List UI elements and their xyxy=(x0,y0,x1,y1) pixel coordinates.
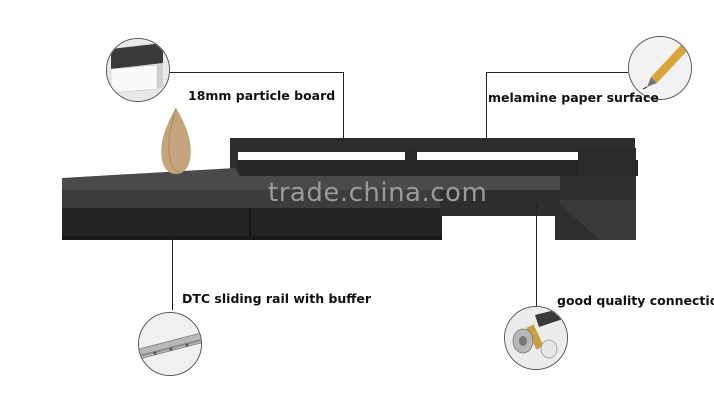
particle-board-label: 18mm particle board xyxy=(188,88,336,103)
leader-line-connection xyxy=(536,204,537,308)
connection-detail-image xyxy=(504,306,568,370)
leader-line-melamine-drop xyxy=(486,72,487,140)
leader-line-particle-board-drop xyxy=(343,72,344,140)
sliding-rail-detail-image xyxy=(138,312,202,376)
leader-line-sliding-rail xyxy=(172,214,173,310)
melamine-detail-image xyxy=(628,36,692,100)
particle-board-detail-image xyxy=(106,38,170,102)
lower-cabinet xyxy=(62,168,560,240)
vase-icon xyxy=(161,107,191,174)
melamine-label: melamine paper surface xyxy=(488,90,659,105)
watermark-text: trade.china.com xyxy=(268,178,488,208)
leader-line-melamine xyxy=(486,72,628,73)
leader-line-particle-board xyxy=(168,72,344,73)
upper-shelf-unit xyxy=(230,138,638,240)
connection-label: good quality connection xyxy=(557,293,714,308)
sliding-rail-label: DTC sliding rail with buffer xyxy=(182,291,372,306)
